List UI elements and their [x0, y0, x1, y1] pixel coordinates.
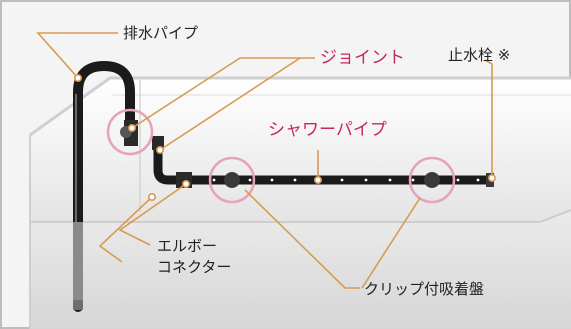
- label-elbow-line-1: エルボー: [157, 237, 218, 255]
- label-joint: ジョイント: [320, 48, 405, 68]
- label-shower-pipe: シャワーパイプ: [268, 120, 387, 140]
- leader-lines: [36, 32, 493, 289]
- suction-cup-left: [224, 172, 240, 188]
- drain-pipe-end: [73, 300, 83, 310]
- tank-front-glass: [30, 210, 571, 329]
- shower-pipe: [153, 138, 490, 185]
- label-stopper: 止水栓 ※: [448, 46, 511, 64]
- suction-cup-right: [424, 172, 440, 188]
- tank-rim: [29, 76, 571, 137]
- glass-edge-side: [539, 209, 571, 223]
- drain-pipe-submerged: [73, 222, 83, 310]
- highlight-circles: [106, 108, 456, 204]
- tank-back-wall: [30, 78, 571, 222]
- label-elbow-connector: エルボー コネクター: [157, 236, 231, 278]
- drain-pipe: [73, 60, 135, 312]
- leader-dots: [74, 74, 496, 202]
- label-drain-pipe: 排水パイプ: [123, 24, 199, 42]
- label-elbow-line-2: コネクター: [157, 258, 232, 276]
- label-suction-cup: クリップ付吸着盤: [364, 280, 485, 298]
